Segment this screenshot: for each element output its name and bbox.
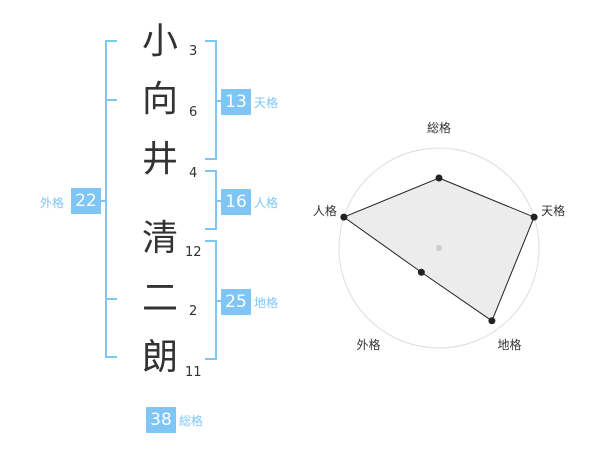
stroke-count-4: 12	[185, 245, 202, 260]
chikaku-value-badge: 25	[221, 289, 251, 315]
soukaku-label: 総格	[179, 414, 204, 428]
soukaku-value-badge: 38	[146, 407, 176, 433]
stroke-count-6: 11	[185, 365, 202, 380]
radar-axis-label-5: 人格	[313, 203, 337, 218]
name-char-6: 朗	[141, 337, 178, 378]
name-char-1: 小	[141, 21, 178, 62]
stroke-count-2: 6	[189, 105, 198, 120]
tenkaku-bracket-connector	[215, 100, 223, 102]
radar-center-dot	[436, 245, 442, 251]
radar-point-2	[530, 213, 538, 221]
radar-point-1	[435, 174, 443, 182]
chikaku-bracket-connector	[215, 300, 223, 302]
stroke-count-5: 2	[189, 304, 198, 319]
gaikaku-label: 外格	[40, 196, 65, 210]
radar-data-points	[340, 174, 538, 325]
gaikaku-value-badge: 22	[71, 188, 101, 214]
chikaku-label: 地格	[254, 296, 279, 310]
jinkaku-value-badge: 16	[221, 189, 251, 215]
jinkaku-label: 人格	[254, 196, 279, 210]
radar-axis-label-2: 天格	[541, 203, 565, 218]
name-char-2: 向	[141, 79, 178, 120]
gaikaku-bracket-tick	[105, 99, 117, 101]
jinkaku-bracket-connector	[215, 200, 223, 202]
radar-axis-label-3: 地格	[498, 337, 522, 352]
name-char-5: 二	[141, 278, 178, 319]
radar-axis-label-4: 外格	[356, 337, 380, 352]
stroke-count-1: 3	[189, 44, 198, 59]
gaikaku-bracket-connector	[98, 200, 107, 202]
radar-point-5	[340, 213, 348, 221]
gaikaku-bracket	[105, 40, 117, 358]
radar-axis-label-1: 総格	[427, 120, 451, 135]
tenkaku-label: 天格	[254, 96, 279, 110]
stroke-count-3: 4	[189, 166, 198, 181]
radar-point-3	[488, 317, 496, 325]
radar-point-4	[417, 268, 425, 276]
tenkaku-value-badge: 13	[221, 89, 251, 115]
name-char-3: 井	[141, 139, 178, 180]
name-char-4: 清	[141, 218, 178, 259]
gaikaku-bracket-tick	[105, 298, 117, 300]
